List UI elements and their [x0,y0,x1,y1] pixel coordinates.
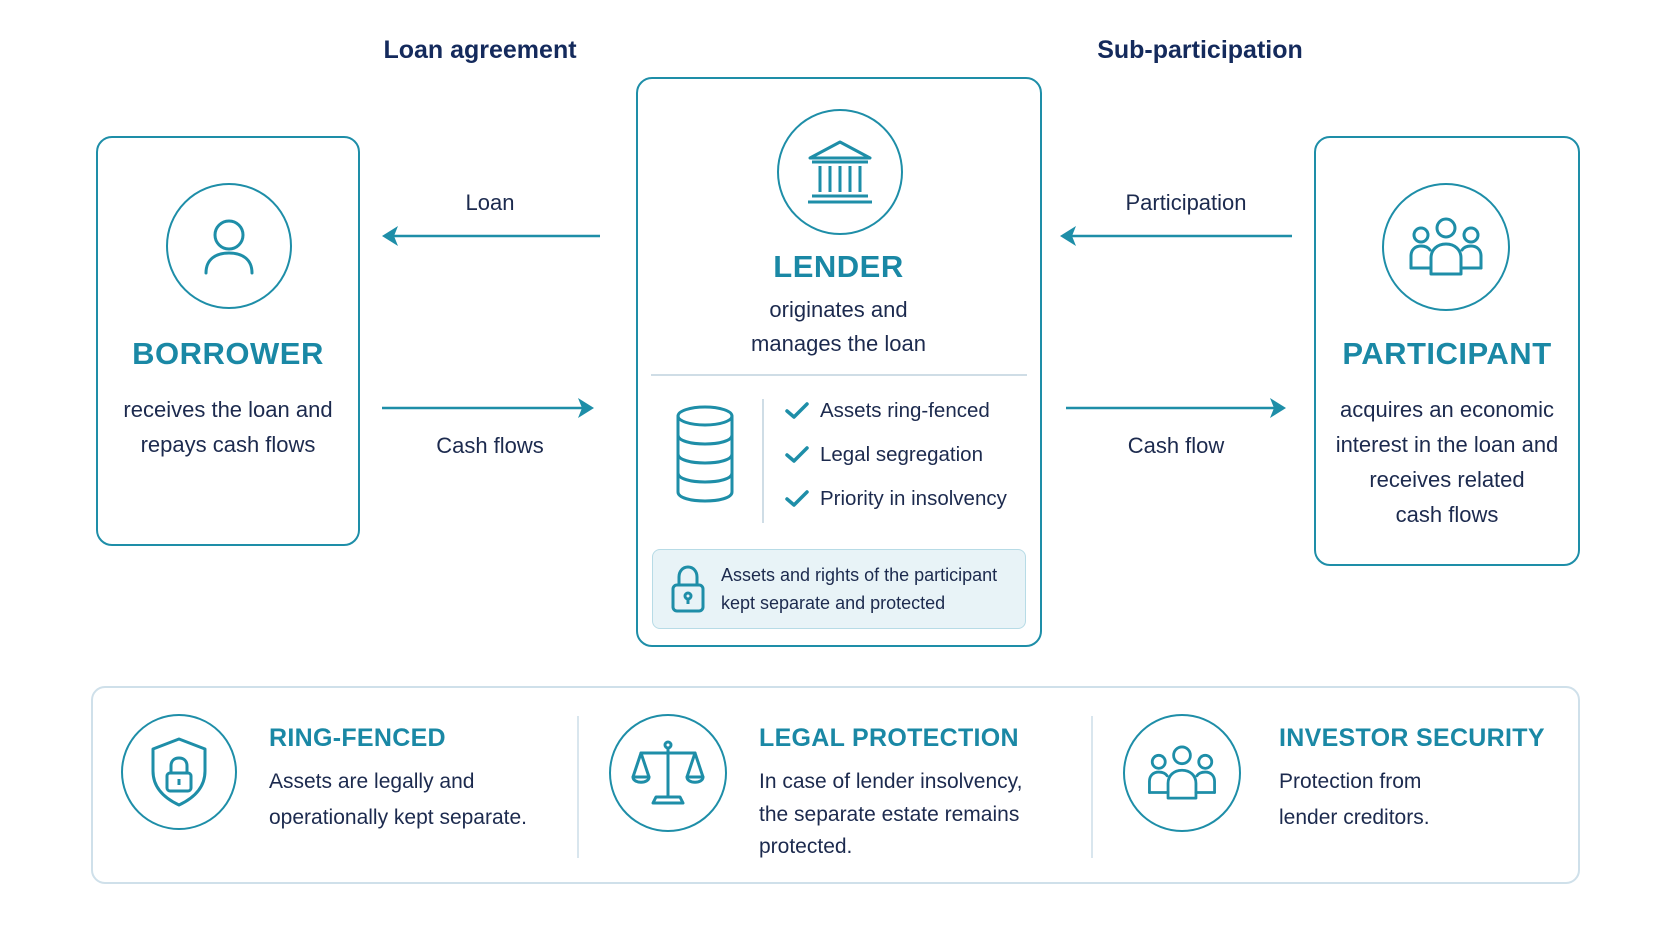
investor-security-desc-line2: lender creditors. [1279,806,1430,829]
loan-arrowhead [382,226,398,246]
legal-protection-title: LEGAL PROTECTION [759,724,1019,752]
cash-flow-label: Cash flow [1127,433,1225,458]
participant-card: PARTICIPANT acquires an economic interes… [1314,136,1580,566]
checkmark-icon [785,402,809,419]
legal-protection-desc-line2: the separate estate remains [759,803,1020,826]
shield-lock-icon [151,737,207,807]
note-line1: Assets and rights of the participant [721,565,998,585]
borrower-card: BORROWER receives the loan and repays ca… [96,136,360,546]
lender-icon-circle [777,109,903,235]
loan-label: Loan [465,190,515,215]
participant-desc-line3: receives related [1369,467,1525,492]
check-item-label: Legal segregation [820,443,983,466]
lender-desc-line1: originates and [769,297,908,322]
database-icon [676,405,734,503]
participant-desc-line2: interest in the loan and [1335,432,1559,457]
investor-security-icon-circle [1123,714,1241,832]
lender-divider [651,374,1027,376]
feature-separator [1091,716,1093,858]
feature-separator [577,716,579,858]
note-line2: kept separate and protected [721,593,946,613]
sub-participation-heading: Sub-participation [1097,36,1303,64]
legal-protection-desc-line1: In case of lender insolvency, [759,770,1023,793]
check-item-label: Priority in insolvency [820,487,1007,510]
borrower-desc-line2: repays cash flows [140,432,316,457]
checkmark-icon [785,490,809,507]
check-item-legal-segregation: Legal segregation [784,443,983,467]
ring-fenced-desc-line2: operationally kept separate. [269,806,527,829]
participant-desc-line1: acquires an economic [1339,397,1554,422]
protection-note: Assets and rights of the participant kep… [652,549,1026,629]
borrower-desc-line1: receives the loan and [123,397,333,422]
bank-icon [808,140,872,204]
participant-desc-line4: cash flows [1395,502,1499,527]
checkmark-icon [785,446,809,463]
loan-agreement-heading: Loan agreement [383,36,577,64]
participation-arrowhead [1060,226,1076,246]
investor-security-title: INVESTOR SECURITY [1279,724,1545,752]
cash-flows-label: Cash flows [436,433,544,458]
cash-flows-arrowhead [578,398,594,418]
lender-title: LENDER [773,249,904,284]
features-panel: RING-FENCED Assets are legally and opera… [91,686,1580,884]
scales-icon [631,740,705,805]
check-item-label: Assets ring-fenced [820,399,990,422]
ring-fenced-title: RING-FENCED [269,724,446,752]
group-icon [1148,745,1216,800]
participation-label: Participation [1125,190,1247,215]
cash-flow-arrowhead [1270,398,1286,418]
ring-fenced-desc-line1: Assets are legally and [269,770,475,793]
lender-card: LENDER originates and manages the loan A… [636,77,1042,647]
person-icon [204,219,254,275]
legal-protection-icon-circle [609,714,727,832]
investor-security-desc-line1: Protection from [1279,770,1422,793]
borrower-icon-circle [166,183,292,309]
legal-protection-desc-line3: protected. [759,835,853,858]
borrower-title: BORROWER [132,336,324,371]
check-item-ring-fenced: Assets ring-fenced [784,399,990,423]
lock-icon [671,565,705,613]
participant-icon-circle [1382,183,1510,311]
participant-title: PARTICIPANT [1342,336,1552,371]
ring-fenced-icon-circle [121,714,237,830]
checklist-divider [762,399,764,523]
group-icon [1409,217,1483,276]
check-item-priority-insolvency: Priority in insolvency [784,487,1007,511]
lender-desc-line2: manages the loan [751,331,926,356]
